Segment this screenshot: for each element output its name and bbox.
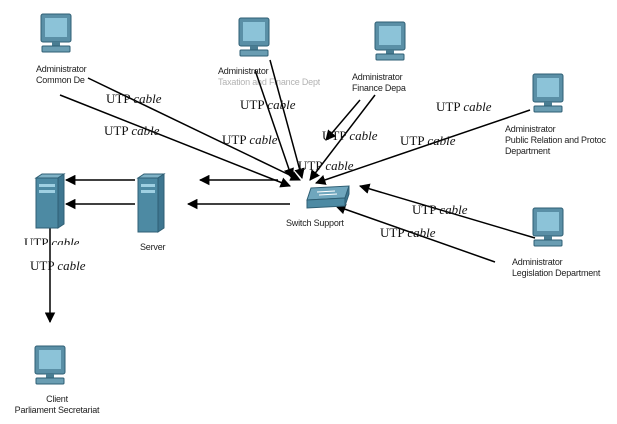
computer-icon	[34, 345, 66, 385]
switch-label: Switch Support	[286, 218, 344, 228]
computer-icon	[374, 21, 406, 61]
wire-taxation-switch-2	[269, 59, 305, 180]
wire-common-switch-2	[87, 77, 301, 181]
wire-finance-switch-2	[325, 99, 361, 141]
cable-label: UTP cable	[240, 97, 296, 112]
cable-label: UTP cable	[30, 258, 86, 273]
cable-label: UTP cable	[412, 202, 468, 217]
cable-label: UTP cable	[380, 225, 436, 240]
cable-label: UTP cable	[322, 129, 378, 143]
wire-finance-switch	[309, 94, 376, 181]
cable-label: UTP cable	[298, 158, 354, 173]
computer-icon	[40, 13, 72, 53]
server-icon	[34, 173, 66, 229]
cable-label: UTP cable	[106, 91, 162, 106]
wire-legislation-switch-2	[335, 204, 496, 263]
cable-label: UTP cable	[436, 99, 492, 114]
computer-icon	[532, 207, 564, 247]
wire-legislation-switch	[358, 183, 536, 239]
cable-label: UTP cable	[104, 123, 160, 138]
wire-taxation-switch	[254, 69, 294, 179]
server-icon	[136, 173, 166, 233]
wire-public-switch	[315, 109, 531, 185]
computer-icon	[238, 17, 270, 57]
switch-icon	[306, 185, 350, 209]
cable-label: UTP cable	[400, 133, 456, 148]
wire-common-switch	[59, 94, 291, 188]
server-label: Server	[140, 242, 166, 252]
computer-icon	[532, 73, 564, 113]
cable-label: UTP cable	[24, 236, 80, 245]
cable-label: UTP cable	[222, 132, 278, 147]
